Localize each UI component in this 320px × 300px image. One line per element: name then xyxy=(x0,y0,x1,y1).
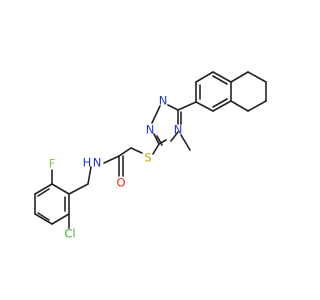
atom-triazole-n1: N xyxy=(146,123,155,137)
bonds xyxy=(34,71,267,229)
atom-labels: F Cl N H O S N N N xyxy=(49,94,183,241)
atom-amide-nitrogen: N xyxy=(93,156,102,170)
bond xyxy=(247,100,267,112)
atom-sulfur: S xyxy=(144,151,151,165)
bond xyxy=(195,101,214,112)
bond xyxy=(212,98,228,108)
atom-triazole-n4: N xyxy=(174,123,183,137)
bond xyxy=(177,101,197,111)
bond xyxy=(103,155,120,164)
bond xyxy=(167,104,179,111)
bond xyxy=(212,75,228,85)
bond xyxy=(68,183,89,195)
bond xyxy=(153,133,160,145)
bond xyxy=(212,71,232,83)
bond xyxy=(247,71,267,83)
bond xyxy=(37,188,50,197)
bond xyxy=(230,100,249,112)
bond xyxy=(152,143,160,155)
bond xyxy=(34,213,53,225)
bond xyxy=(158,139,167,145)
bond xyxy=(118,147,132,157)
atom-fluorine: F xyxy=(49,157,56,171)
atom-oxygen: O xyxy=(116,176,125,190)
bond xyxy=(180,134,191,151)
bond xyxy=(170,131,179,142)
atom-chlorine: Cl xyxy=(64,227,75,241)
atom-triazole-n2: N xyxy=(159,94,168,108)
bond xyxy=(151,105,161,124)
atom-amide-hydrogen: H xyxy=(83,156,92,170)
bond xyxy=(130,147,143,154)
bond xyxy=(212,100,232,112)
bond xyxy=(37,212,50,221)
bond xyxy=(195,71,214,83)
bond xyxy=(51,213,70,225)
bond xyxy=(51,183,70,195)
chemical-structure-diagram: F Cl N H O S N N N xyxy=(34,71,267,241)
bond xyxy=(87,166,92,185)
bond xyxy=(230,71,249,83)
bond xyxy=(34,183,53,195)
